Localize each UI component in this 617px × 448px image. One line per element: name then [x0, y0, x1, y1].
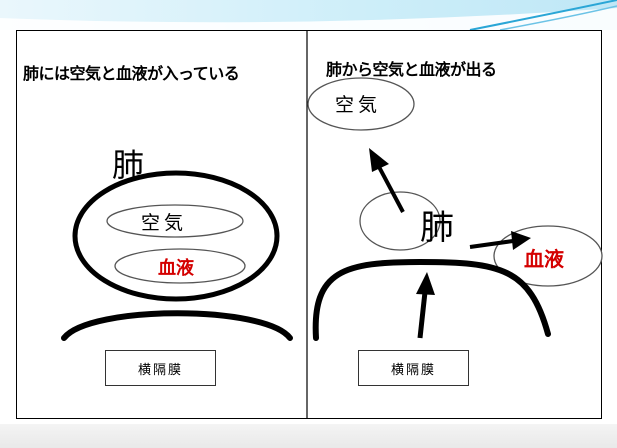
- left-diaphragm-curve: [61, 310, 293, 341]
- left-blood-bubble: [114, 248, 246, 284]
- top-banner: [0, 0, 617, 30]
- left-panel-title: 肺には空気と血液が入っている: [23, 64, 240, 83]
- left-air-label: 空気: [141, 212, 188, 234]
- left-blood-label: 血液: [158, 258, 194, 279]
- arrow-blood-out: [469, 231, 531, 250]
- left-lung-label: 肺: [112, 146, 145, 184]
- arrow-air-out: [369, 148, 405, 213]
- right-air-label: 空気: [335, 94, 382, 116]
- left-air-bubble: [106, 204, 244, 238]
- right-diaphragm-box: 横隔膜: [358, 350, 469, 386]
- left-diaphragm-box: 横隔膜: [105, 350, 216, 386]
- bottom-strip: [0, 424, 617, 448]
- right-air-bubble: [307, 77, 415, 131]
- right-panel-title: 肺から空気と血液が出る: [326, 60, 497, 79]
- right-diaphragm-curve: [312, 258, 551, 341]
- right-lung-label: 肺: [420, 208, 454, 248]
- right-lung-bubble: [359, 191, 441, 251]
- left-lung-outline: [72, 170, 280, 302]
- arrow-diaphragm-up: [416, 272, 435, 339]
- right-blood-label: 血液: [524, 247, 564, 271]
